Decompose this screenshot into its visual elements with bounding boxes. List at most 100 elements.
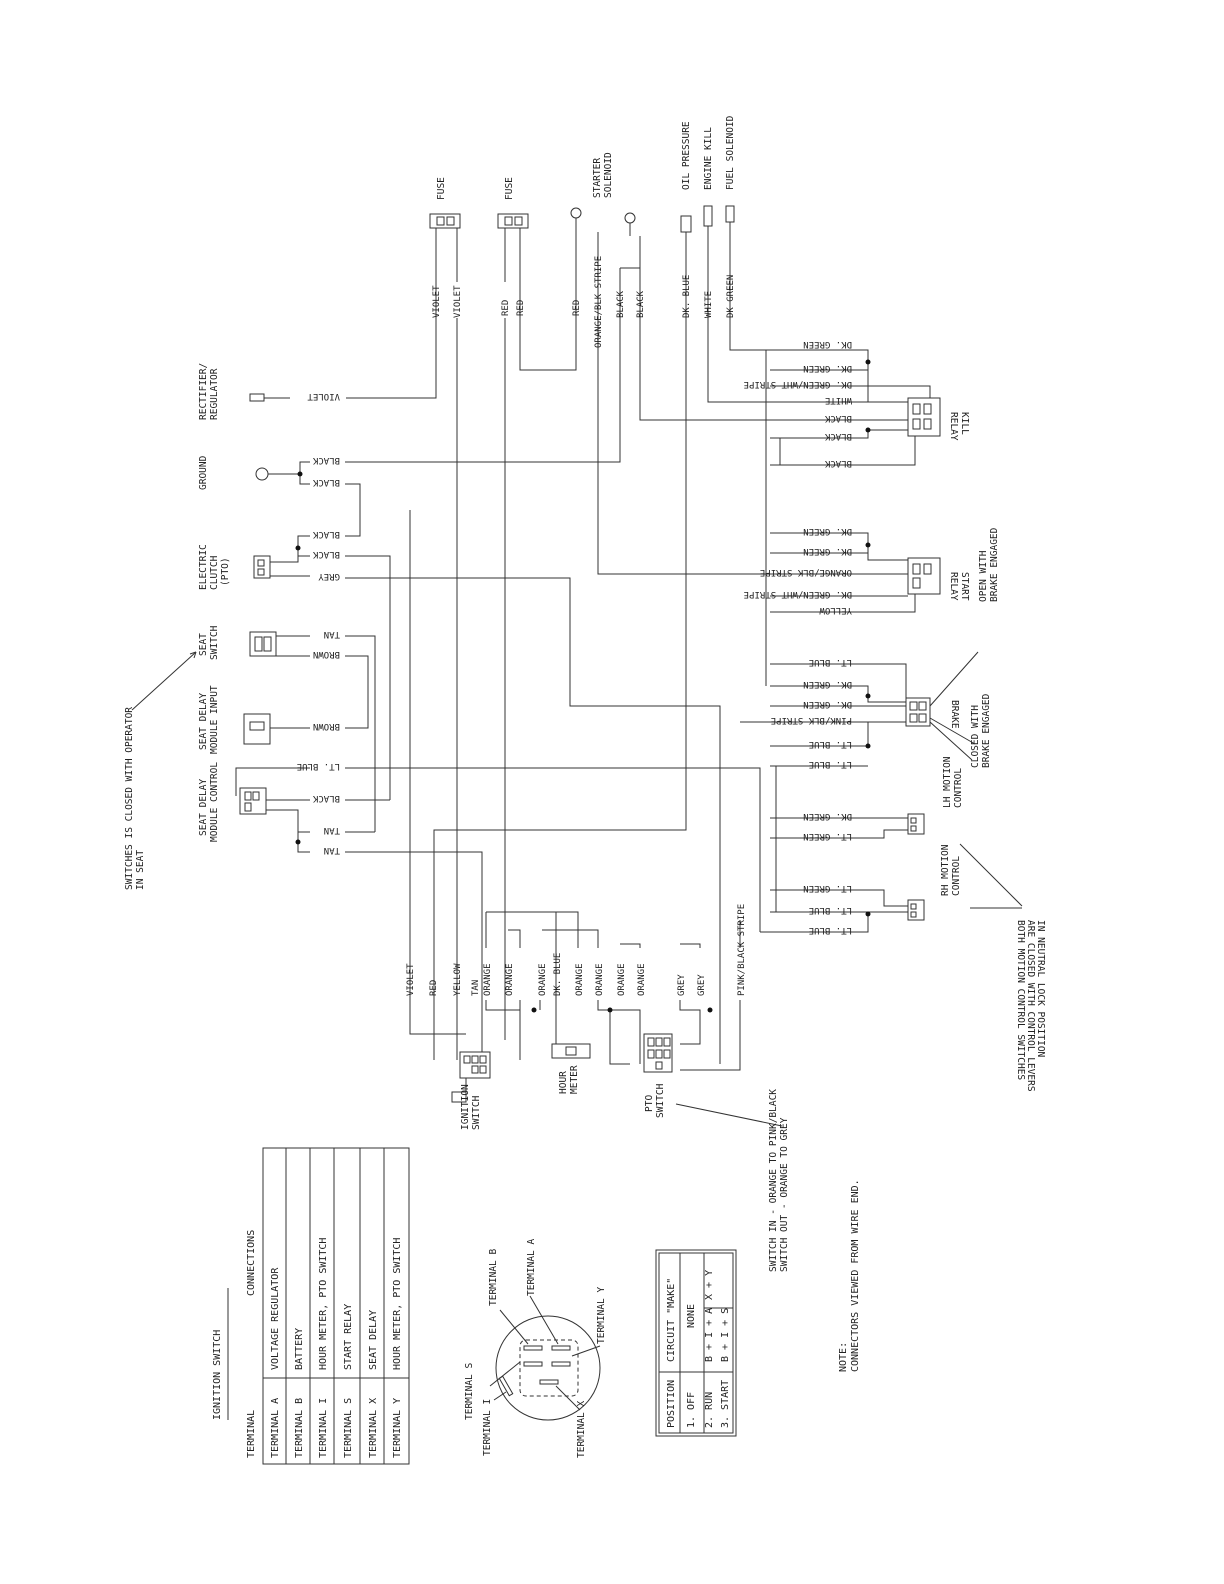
lh-label-2: CONTROL (953, 768, 964, 808)
wire-red-a: RED (501, 300, 511, 316)
ground: BLACK BLACK GROUND (198, 455, 361, 520)
ign-r2-c2: BATTERY (294, 1328, 305, 1370)
wire-black-b: BLACK (636, 290, 646, 318)
ss-w2: BROWN (313, 649, 340, 659)
fuse-2-label: FUSE (504, 177, 515, 200)
wire-violet-a: VIOLET (432, 285, 442, 318)
gnd-w1: BLACK (312, 455, 340, 465)
pto-label-1: PTO (644, 1095, 655, 1112)
ign-header-terminal: TERMINAL (246, 1410, 257, 1458)
seat-delay-input: BROWN SEAT DELAY MODULE INPUT (198, 685, 340, 754)
bw-orange-2: ORANGE (505, 963, 515, 996)
pos-r3-c1: 3. START (720, 1380, 731, 1428)
motion-note-3: IN NEUTRAL LOCK POSITION (1035, 920, 1046, 1058)
term-x-label: TERMINAL X (576, 1401, 587, 1458)
br-w4: PINK/BLK STRIPE (771, 715, 852, 725)
sr-w4: DK. GREEN/WHT STRIPE (744, 589, 852, 599)
pos-r1-c1: 1. OFF (686, 1392, 697, 1428)
ign-r2-c1: TERMINAL B (294, 1398, 305, 1458)
kr-w5: BLACK (824, 413, 852, 423)
kr-w2: DK. GREEN (803, 363, 852, 373)
br-w5: LT. BLUE (809, 739, 852, 749)
ignition-terminal-table: IGNITION SWITCH TERMINAL CONNECTIONS TER… (212, 1147, 410, 1465)
bw-yellow: YELLOW (453, 963, 463, 996)
rect-label-1: RECTIFIER/ (198, 363, 209, 420)
pto-note-1: SWITCH IN - ORANGE TO PINK/BLACK (768, 1089, 779, 1272)
seat-switch-label-2: SWITCH (209, 625, 220, 660)
position-table: POSITION CIRCUIT "MAKE" 1. OFF NONE 2. R… (655, 1249, 737, 1437)
pos-r2-c2: B + I + A (704, 1308, 715, 1362)
bw-orange-7: ORANGE (637, 963, 647, 996)
seat-note: SWITCHES IS CLOSED WITH OPERATOR IN SEAT (124, 651, 197, 890)
wire-violet-b: VIOLET (453, 285, 463, 318)
seat-switch-label-1: SEAT (198, 633, 209, 656)
ignition-label-2: SWITCH (471, 1095, 482, 1130)
note-1: NOTE: (838, 1342, 849, 1372)
start-relay: DK. GREEN DK. GREEN ORANGE/BLK STRIPE DK… (744, 350, 970, 686)
pos-r1-c2: NONE (686, 1304, 697, 1328)
rh-label-2: CONTROL (951, 856, 962, 896)
wire-orange-blk: ORANGE/BLK STRIPE (594, 256, 604, 348)
bw-dk-blue: DK. BLUE (553, 953, 563, 996)
ign-r3-c2: HOUR METER, PTO SWITCH (318, 1238, 329, 1370)
wire-dk-blue: DK. BLUE (682, 275, 692, 318)
kill-relay: DK. GREEN DK. GREEN DK. GREEN/WHT STRIPE… (744, 339, 970, 468)
ign-r3-c1: TERMINAL I (318, 1398, 329, 1458)
bw-orange-4: ORANGE (575, 963, 585, 996)
brake-closed-2: BRAKE ENGAGED (981, 693, 992, 768)
seat-note-2: IN SEAT (135, 850, 146, 890)
lh-w2: LT. GREEN (803, 831, 852, 841)
bottom-harness: VIOLET RED YELLOW TAN ORANGE ORANGE ORAN… (406, 510, 747, 1071)
pos-r2-c1: 2. RUN (704, 1392, 715, 1428)
bw-orange-5: ORANGE (595, 963, 605, 996)
bw-orange-6: ORANGE (617, 963, 627, 996)
motion-note-1: BOTH MOTION CONTROL SWITCHES (1015, 920, 1026, 1080)
brake-open-1: OPEN WITH (978, 550, 989, 602)
lh-label-1: LH MOTION (942, 756, 953, 808)
sdi-w: BROWN (313, 721, 340, 731)
note-2: CONNECTORS VIEWED FROM WIRE END. (850, 1179, 861, 1372)
fuse-1: FUSE (429, 177, 461, 229)
ignition-terminal-diagram: TERMINAL B TERMINAL A TERMINAL Y TERMINA… (464, 1239, 607, 1458)
wire-dk-green: DK GREEN (726, 275, 736, 318)
rh-w1: LT. GREEN (803, 883, 852, 893)
sr-w5: YELLOW (819, 605, 852, 615)
starter-label-2: SOLENOID (603, 152, 614, 198)
rectifier-regulator: VIOLET RECTIFIER/ REGULATOR (198, 363, 340, 420)
brake-open-2: BRAKE ENGAGED (989, 527, 1000, 602)
brake-label: BRAKE (949, 700, 960, 729)
brake-closed-1: CLOSED WITH (970, 705, 981, 768)
bw-orange-1: ORANGE (483, 963, 493, 996)
bw-violet: VIOLET (406, 963, 416, 996)
term-y-label: TERMINAL Y (596, 1287, 607, 1344)
starter-solenoid: STARTER SOLENOID (570, 152, 636, 236)
start-relay-label-1: START (959, 572, 970, 601)
ign-r4-c1: TERMINAL S (343, 1398, 354, 1458)
rh-label-1: RH MOTION (940, 844, 951, 896)
term-a-label: TERMINAL A (526, 1239, 537, 1296)
pos-header-2: CIRCUIT "MAKE" (666, 1278, 677, 1362)
kr-w1: DK. GREEN (803, 339, 852, 349)
br-w1: LT. BLUE (809, 657, 852, 667)
rh-w3: LT. BLUE (809, 925, 852, 935)
pos-r3-c2: B + I + S (720, 1308, 731, 1362)
cl-w2: BLACK (312, 549, 340, 559)
rect-wire: VIOLET (307, 391, 340, 401)
term-i-label: TERMINAL I (482, 1399, 493, 1456)
pto-label-2: SWITCH (655, 1083, 666, 1118)
pto-switch: PTO SWITCH SWITCH IN - ORANGE TO PINK/BL… (643, 1033, 790, 1272)
sr-w3: ORANGE/BLK STRIPE (760, 567, 852, 577)
engine-connectors: OIL PRESSURE ENGINE KILL FUEL SOLENOID (680, 115, 736, 233)
fuse-2: FUSE (497, 177, 529, 229)
top-wires: VIOLET VIOLET RED RED RED ORANGE/BLK STR… (345, 222, 770, 1060)
lh-motion-control: DK. GREEN LT. GREEN LH MOTION CONTROL (770, 756, 964, 912)
br-w2: DK. GREEN (803, 679, 852, 689)
ign-r4-c2: START RELAY (343, 1304, 354, 1370)
kill-relay-label-2: RELAY (948, 412, 959, 441)
wire-white: WHITE (704, 291, 714, 318)
wire-red-c: RED (572, 300, 582, 316)
hour-label-2: METER (569, 1065, 580, 1094)
kr-w4: WHITE (825, 395, 852, 405)
cl-w1: BLACK (312, 529, 340, 539)
